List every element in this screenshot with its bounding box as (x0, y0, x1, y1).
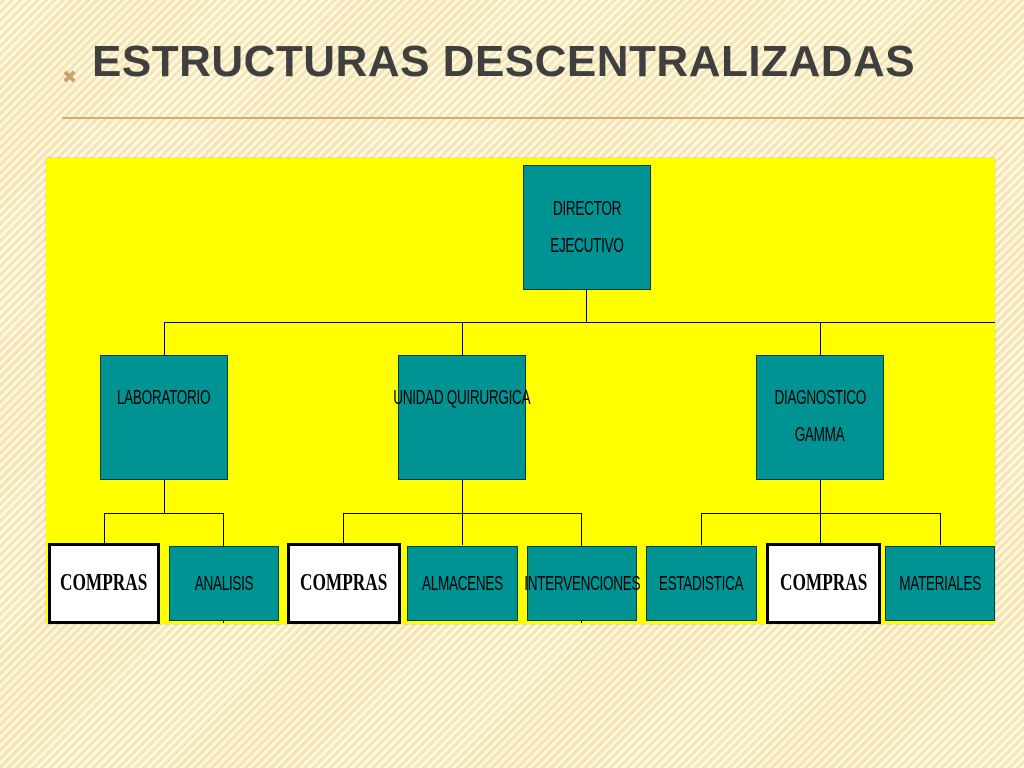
node-laboratorio-compras: COMPRAS (48, 543, 160, 624)
title-divider (62, 117, 1024, 119)
x-bullet-icon: ✖ (62, 67, 78, 87)
connector-diag-materiales (940, 513, 941, 545)
node-unidad-quirurgica: UNIDAD QUIRURGICA (393, 355, 531, 480)
org-chart: DIRECTOR EJECUTIVO LABORATORIO UNIDAD QU… (46, 158, 995, 624)
node-laboratorio: LABORATORIO (100, 355, 228, 480)
connector-lab-compras (104, 513, 105, 543)
connector-to-diagnostico (820, 322, 821, 356)
connector-unidad-down (462, 479, 463, 513)
node-label: MATERIALES (899, 572, 981, 595)
node-label: ESTADISTICA (659, 572, 744, 595)
connector-to-unidad-quirurgica (462, 322, 463, 356)
node-diagnostico-gamma: DIAGNOSTICO GAMMA (756, 355, 884, 480)
node-unidad-quirurgica-compras: COMPRAS (287, 543, 401, 624)
connector-to-laboratorio (164, 322, 165, 356)
node-label: ALMACENES (422, 572, 503, 595)
connector-diag-estadistica (701, 513, 702, 545)
connector-top-bus (164, 322, 995, 323)
node-label-line: GAMMA (795, 424, 845, 446)
node-label-line: LABORATORIO (117, 387, 211, 409)
node-diagnostico-materiales: MATERIALES (885, 546, 995, 621)
connector-unidad-almacenes (462, 513, 463, 545)
node-diagnostico-compras: COMPRAS (766, 543, 881, 624)
node-unidad-quirurgica-intervenciones: INTERVENCIONES (524, 546, 640, 621)
node-laboratorio-analisis: ANALISIS (169, 546, 279, 621)
node-label: COMPRAS (779, 570, 868, 597)
node-diagnostico-estadistica: ESTADISTICA (646, 546, 757, 621)
node-label: COMPRAS (300, 570, 388, 597)
node-label-line: DIRECTOR (552, 197, 622, 220)
connector-laboratorio-down (164, 479, 165, 513)
node-label-line: EJECUTIVO (550, 234, 624, 257)
node-label: INTERVENCIONES (524, 572, 640, 595)
connector-diag-compras (820, 513, 821, 543)
node-unidad-quirurgica-almacenes: ALMACENES (407, 546, 518, 621)
connector-laboratorio-bus (104, 513, 224, 514)
connector-diagnostico-down (820, 479, 821, 513)
slide-title: ESTRUCTURAS DESCENTRALIZADAS (92, 37, 916, 86)
node-label-line: DIAGNOSTICO (774, 387, 866, 409)
node-label: ANALISIS (194, 572, 254, 595)
node-director-ejecutivo: DIRECTOR EJECUTIVO (523, 165, 651, 290)
node-label: COMPRAS (60, 570, 148, 597)
node-label-line: UNIDAD QUIRURGICA (393, 387, 531, 409)
connector-unidad-compras (343, 513, 344, 543)
connector-director-down (586, 289, 587, 323)
